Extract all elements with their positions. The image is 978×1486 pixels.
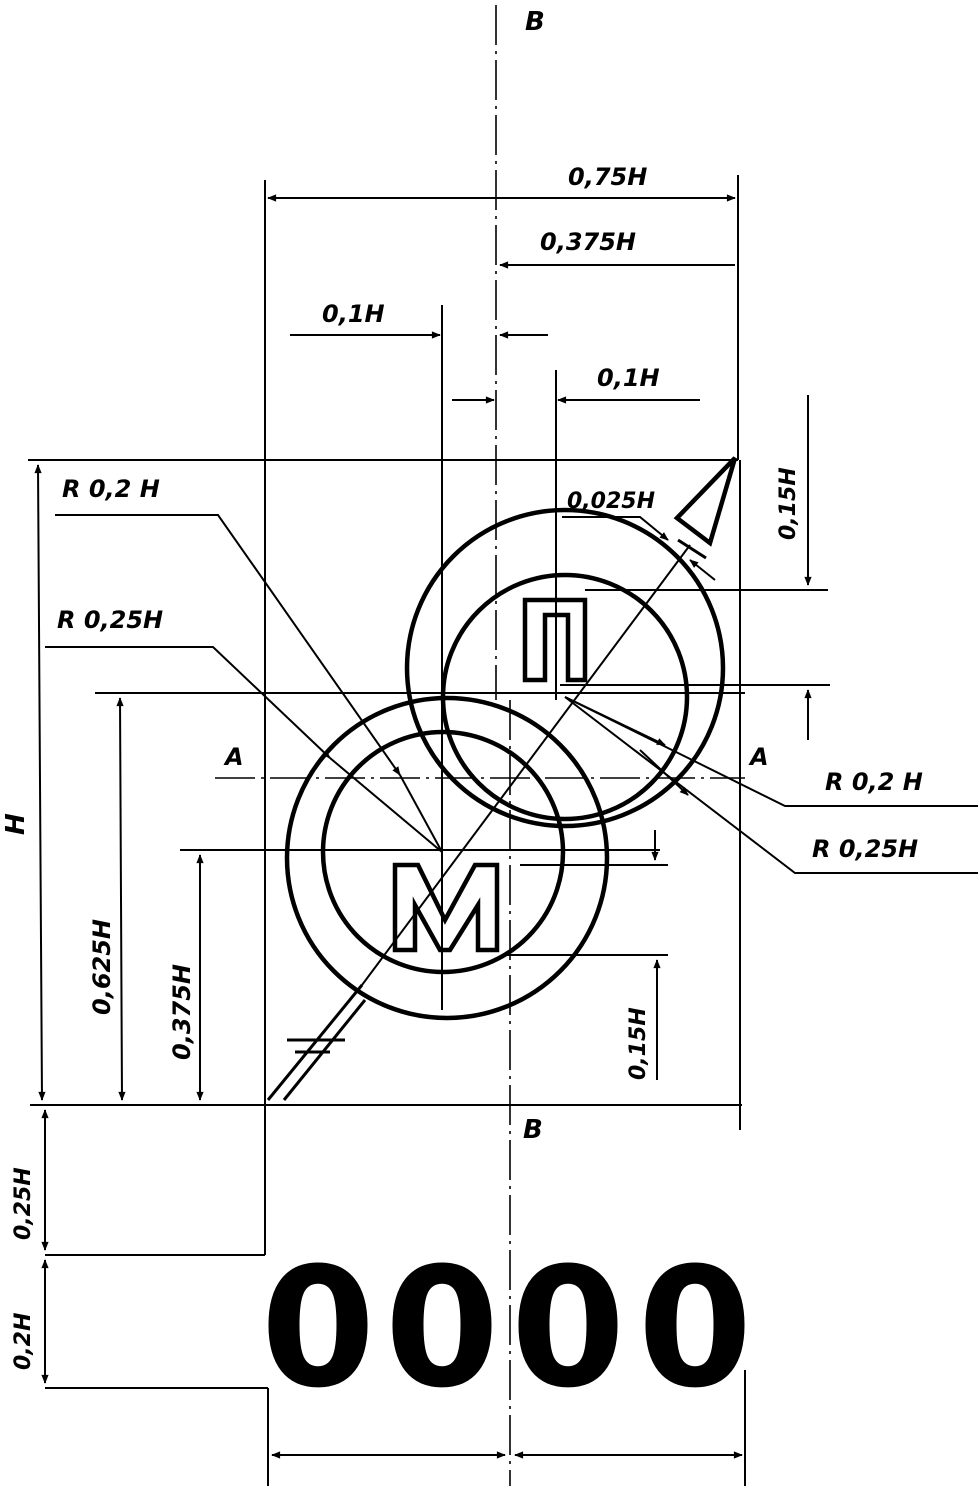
dim-01h-right-label: 0,1H	[597, 364, 660, 392]
dim-015h-lower-label: 0,15H	[626, 1007, 651, 1080]
axis-b-bottom-label: B	[523, 1115, 543, 1145]
digit-2: 0	[385, 1232, 500, 1424]
vertical-dimensions	[34, 395, 812, 1384]
r025h-right-label: R 0,25H	[812, 835, 918, 863]
digit-1: 0	[261, 1232, 376, 1424]
dim-h-label: H	[1, 813, 31, 835]
r02h-right-label: R 0,2 H	[825, 768, 923, 796]
lower-emblem-rings	[284, 695, 610, 1021]
dim-0375h-top-label: 0,375H	[540, 228, 636, 256]
dim-025h-label: 0,25H	[11, 1167, 36, 1240]
dim-075h-label: 0,75H	[568, 163, 647, 191]
letter-m-outline	[392, 862, 500, 953]
digit-row: 0 0 0 0	[261, 1232, 753, 1424]
axis-a-right-label: A	[748, 743, 769, 771]
axis-b-top-label: B	[525, 7, 545, 37]
letter-m-label: М	[436, 911, 456, 935]
dim-01h-left-label: 0,1H	[322, 300, 385, 328]
dim-0625h-label: 0,625H	[88, 919, 116, 1015]
horizontal-dimensions	[267, 194, 743, 1459]
axis-a-left-label: A	[223, 743, 244, 771]
dim-0375h-left-label: 0,375H	[168, 964, 196, 1060]
extension-lines	[28, 175, 830, 1486]
dim-015h-right-label: 0,15H	[776, 467, 801, 540]
letter-p-outline	[522, 597, 588, 683]
r02h-left-label: R 0,2 H	[62, 475, 160, 503]
dim-02h-label: 0,2H	[11, 1313, 36, 1370]
r025h-left-label: R 0,25H	[57, 606, 163, 634]
digit-3: 0	[511, 1232, 626, 1424]
diagonal-arrow	[266, 456, 738, 1101]
radius-leaders	[45, 514, 978, 874]
dim-0025h-label: 0,025H	[567, 489, 655, 514]
digit-4: 0	[638, 1232, 753, 1424]
letter-p-label: П	[547, 649, 564, 673]
